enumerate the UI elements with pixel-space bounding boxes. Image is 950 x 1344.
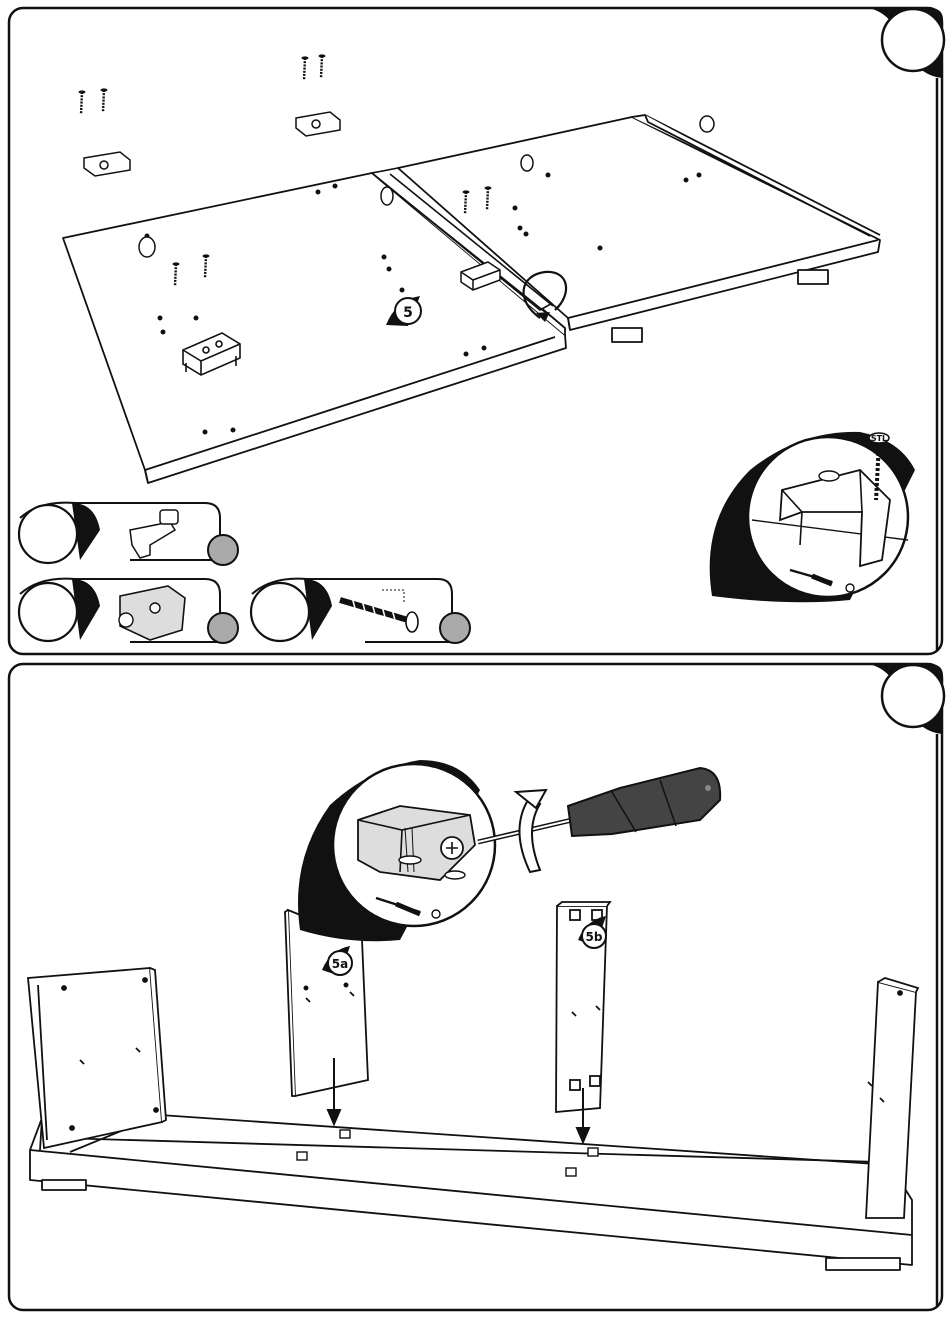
side-panel-left — [28, 968, 166, 1148]
phillips-icon — [432, 910, 440, 918]
detail-zoom-cam-screw: STL — [710, 432, 915, 602]
base-plinth — [30, 1115, 912, 1270]
screw-icon — [319, 54, 326, 57]
svg-text:5a: 5a — [332, 957, 348, 971]
svg-text:5: 5 — [403, 305, 413, 321]
hardware-box-cam — [19, 579, 238, 643]
screw-icon — [203, 254, 210, 257]
screw-shaft — [103, 90, 104, 112]
screw-icon — [485, 186, 492, 189]
step-badge — [868, 8, 944, 78]
screw-icon — [79, 90, 86, 93]
floating-fittings — [84, 112, 340, 176]
screw-shaft — [304, 58, 305, 80]
step-badge — [868, 664, 944, 734]
svg-text:5b: 5b — [586, 930, 603, 944]
detail-zoom-cam-tighten — [298, 760, 495, 941]
hardware-box-peg — [19, 503, 238, 565]
screw-shaft — [321, 56, 322, 78]
screwdriver — [478, 768, 720, 872]
screw-icon — [101, 88, 108, 91]
screw-icon — [463, 190, 470, 193]
detail-screw-label: STL — [871, 434, 887, 443]
phillips-icon — [846, 584, 854, 592]
step-panel-bottom: 5a 5b — [9, 664, 944, 1310]
screw-icon — [302, 56, 309, 59]
hardware-box-screw — [251, 579, 470, 643]
side-panel-right — [866, 978, 918, 1218]
screw-shaft — [81, 92, 82, 114]
step-panel-top: 5 — [9, 8, 944, 654]
screw-icon — [173, 262, 180, 265]
